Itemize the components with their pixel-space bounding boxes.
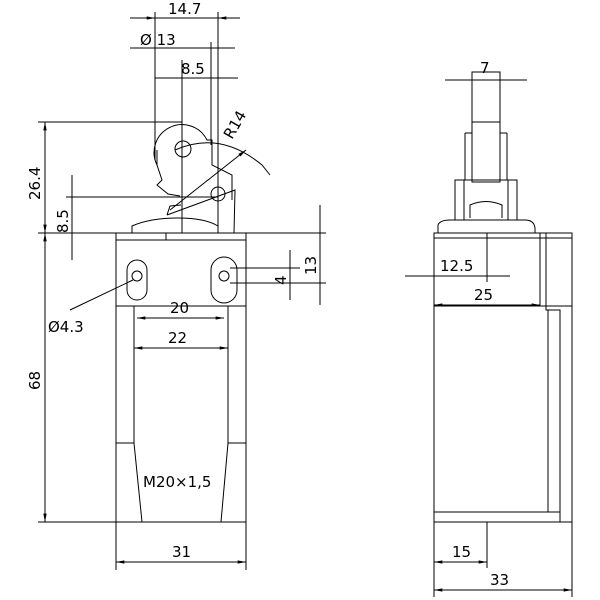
dim-7: 7	[480, 59, 490, 77]
dim-hole-diameter: Ø4.3	[48, 318, 84, 336]
dim-14-7: 14.7	[168, 0, 201, 18]
dim-8-5-top: 8.5	[181, 60, 205, 78]
thread-label: M20×1,5	[143, 473, 211, 491]
right-slot	[210, 256, 238, 304]
dim-12-5: 12.5	[440, 257, 473, 275]
dim-25: 25	[474, 286, 493, 304]
side-body	[433, 232, 573, 523]
dim-13-slot: 13	[302, 256, 320, 275]
front-body	[115, 232, 247, 523]
dim-r14: R14	[220, 107, 250, 142]
side-roller	[471, 71, 501, 183]
dim-22: 22	[168, 329, 187, 347]
dim-diameter-13: Ø 13	[140, 31, 176, 49]
dim-15: 15	[452, 543, 471, 561]
dim-26-4: 26.4	[26, 167, 44, 200]
roller-axle	[174, 140, 192, 158]
dim-20: 20	[170, 299, 189, 317]
dim-31: 31	[172, 543, 191, 561]
dim-68: 68	[26, 371, 44, 390]
dim-8-5-side: 8.5	[54, 209, 72, 233]
dim-4: 4	[272, 275, 290, 285]
left-slot	[126, 259, 148, 301]
side-view: 7 12.5 25 15 33	[405, 59, 573, 597]
front-view: 14.7 Ø 13 8.5 R14 26.4 8.5 68 13 4 Ø4.3 …	[26, 0, 326, 570]
dim-33: 33	[490, 571, 509, 589]
